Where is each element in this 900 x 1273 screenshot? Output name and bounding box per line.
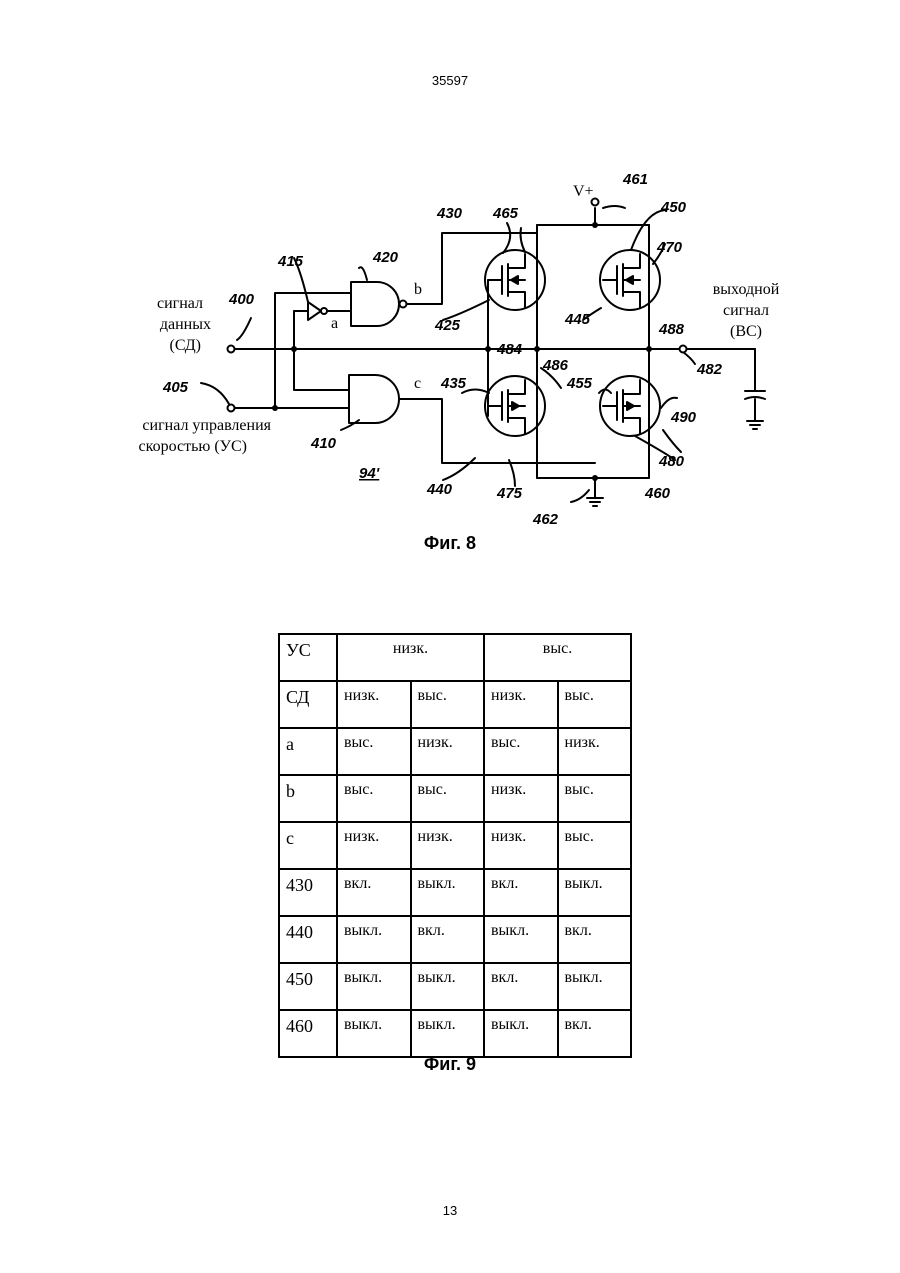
label-node-b: b bbox=[414, 281, 422, 298]
figure-8-caption: Фиг. 8 bbox=[0, 533, 900, 554]
table-row: c низк. низк. низк. выс. bbox=[279, 822, 631, 869]
ref-461: 461 bbox=[622, 171, 648, 188]
label-data-signal-3: (СД) bbox=[170, 337, 201, 354]
ref-475: 475 bbox=[496, 485, 523, 502]
ref-415: 415 bbox=[277, 253, 304, 270]
row-label: 460 bbox=[279, 1010, 337, 1057]
ref-482: 482 bbox=[696, 361, 723, 378]
table-cell: выс. bbox=[411, 775, 485, 822]
table-row: a выс. низк. выс. низк. bbox=[279, 728, 631, 775]
table-row: 460 выкл. выкл. выкл. вкл. bbox=[279, 1010, 631, 1057]
ref-462: 462 bbox=[532, 511, 559, 528]
row-label: 440 bbox=[279, 916, 337, 963]
table-cell: низк. bbox=[337, 822, 411, 869]
table-cell: вкл. bbox=[484, 869, 558, 916]
table-row: 440 выкл. вкл. выкл. вкл. bbox=[279, 916, 631, 963]
table-cell: выкл. bbox=[337, 916, 411, 963]
ref-430: 430 bbox=[436, 205, 463, 222]
header-group-low: низк. bbox=[337, 634, 484, 681]
table-cell: низк. bbox=[411, 822, 485, 869]
ref-94: 94' bbox=[359, 465, 380, 482]
table-row: 450 выкл. выкл. вкл. выкл. bbox=[279, 963, 631, 1010]
label-node-a: a bbox=[331, 315, 338, 332]
table-cell: вкл. bbox=[337, 869, 411, 916]
ref-425: 425 bbox=[434, 317, 461, 334]
ref-486: 486 bbox=[542, 357, 569, 374]
ref-488: 488 bbox=[658, 321, 685, 338]
label-node-c: c bbox=[414, 375, 421, 392]
label-data-signal-2: данных bbox=[160, 316, 211, 333]
table-cell: выкл. bbox=[411, 963, 485, 1010]
table-cell: вкл. bbox=[558, 1010, 632, 1057]
row-label: 430 bbox=[279, 869, 337, 916]
label-speed-signal-1: сигнал управления bbox=[142, 417, 271, 434]
label-speed-signal-2: скоростью (УС) bbox=[139, 438, 247, 455]
table-cell: вкл. bbox=[558, 916, 632, 963]
ref-465: 465 bbox=[492, 205, 519, 222]
table-cell: выс. bbox=[558, 681, 632, 728]
row-label: 450 bbox=[279, 963, 337, 1010]
ref-484: 484 bbox=[496, 341, 523, 358]
ref-455: 455 bbox=[566, 375, 593, 392]
truth-table: УС низк. выс. СД низк. выс. низк. выс. a… bbox=[278, 633, 632, 1058]
table-cell: выс. bbox=[411, 681, 485, 728]
table-cell: выс. bbox=[558, 775, 632, 822]
table-cell: низк. bbox=[337, 681, 411, 728]
table-cell: выс. bbox=[484, 728, 558, 775]
label-output-1: выходной bbox=[713, 281, 780, 298]
row-label: b bbox=[279, 775, 337, 822]
label-output-2: сигнал bbox=[723, 302, 769, 319]
document-number: 35597 bbox=[0, 73, 900, 88]
table-cell: выкл. bbox=[411, 1010, 485, 1057]
table-cell: низк. bbox=[411, 728, 485, 775]
ref-420: 420 bbox=[372, 249, 399, 266]
table-cell: вкл. bbox=[484, 963, 558, 1010]
ref-405: 405 bbox=[162, 379, 189, 396]
label-vplus: V+ bbox=[573, 183, 594, 200]
ref-410: 410 bbox=[310, 435, 337, 452]
ref-460: 460 bbox=[644, 485, 671, 502]
table-cell: выс. bbox=[558, 822, 632, 869]
header-row-label: УС bbox=[279, 634, 337, 681]
ref-400: 400 bbox=[228, 291, 255, 308]
row-label: a bbox=[279, 728, 337, 775]
table-cell: выкл. bbox=[558, 869, 632, 916]
table-cell: низк. bbox=[484, 775, 558, 822]
table-cell: выс. bbox=[337, 775, 411, 822]
row-label: c bbox=[279, 822, 337, 869]
table-cell: выкл. bbox=[484, 1010, 558, 1057]
table-cell: выкл. bbox=[484, 916, 558, 963]
table-cell: выкл. bbox=[411, 869, 485, 916]
table-cell: выкл. bbox=[558, 963, 632, 1010]
table-row: b выс. выс. низк. выс. bbox=[279, 775, 631, 822]
table-header-row: УС низк. выс. bbox=[279, 634, 631, 681]
table-cell: выс. bbox=[337, 728, 411, 775]
table-cell: вкл. bbox=[411, 916, 485, 963]
ref-470: 470 bbox=[656, 239, 683, 256]
page-number: 13 bbox=[0, 1203, 900, 1218]
figure-9-caption: Фиг. 9 bbox=[0, 1054, 900, 1075]
ref-445: 445 bbox=[564, 311, 591, 328]
ref-450: 450 bbox=[660, 199, 687, 216]
ref-480: 480 bbox=[658, 453, 685, 470]
table-cell: низк. bbox=[558, 728, 632, 775]
table-cell: выкл. bbox=[337, 963, 411, 1010]
table-row: 430 вкл. выкл. вкл. выкл. bbox=[279, 869, 631, 916]
ref-490: 490 bbox=[670, 409, 697, 426]
table-cell: выкл. bbox=[337, 1010, 411, 1057]
circuit-diagram: сигнал данных (СД) сигнал управления ско… bbox=[105, 168, 795, 528]
ref-440: 440 bbox=[426, 481, 453, 498]
table-cell: низк. bbox=[484, 681, 558, 728]
label-output-3: (ВС) bbox=[730, 323, 762, 340]
table-row: СД низк. выс. низк. выс. bbox=[279, 681, 631, 728]
header-group-high: выс. bbox=[484, 634, 631, 681]
row-label: СД bbox=[279, 681, 337, 728]
table-cell: низк. bbox=[484, 822, 558, 869]
label-data-signal-1: сигнал bbox=[157, 295, 203, 312]
ref-435: 435 bbox=[440, 375, 467, 392]
